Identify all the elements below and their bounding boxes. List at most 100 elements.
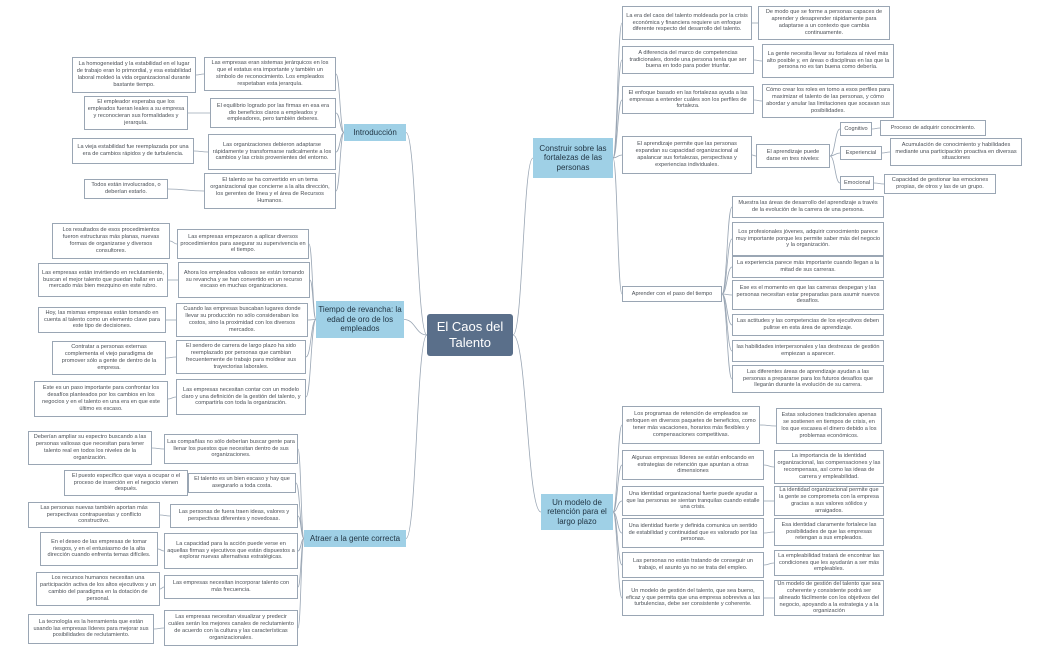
construir-item[interactable]: El enfoque basado en las fortalezas ayud…	[622, 86, 754, 114]
construir-detail-link	[753, 99, 763, 102]
construir-item-link	[612, 59, 623, 159]
atraer-item-link	[297, 448, 305, 539]
construir-paso[interactable]: Aprender con el paso del tiempo	[622, 286, 722, 302]
learning-level[interactable]: Cognitivo	[840, 122, 872, 136]
paso-item[interactable]: Los profesionales jóvenes, adquirir cono…	[732, 222, 884, 256]
tiempo-detail[interactable]: Las empresas están invirtiendo en reclut…	[38, 263, 168, 297]
introduccion-item[interactable]: Las organizaciones debieron adaptarse rá…	[208, 134, 336, 170]
atraer-item[interactable]: El talento es un bien escaso y hay que a…	[188, 473, 296, 493]
construir-detail[interactable]: De modo que se forme a personas capaces …	[758, 6, 890, 40]
introduccion-item-link	[335, 112, 345, 133]
paso-item[interactable]: Las actitudes y las competencias de los …	[732, 314, 884, 336]
learning-level-detail[interactable]: Capacidad de gestionar las emociones pro…	[884, 174, 996, 194]
level-detail-link	[881, 151, 891, 154]
learning-level-detail[interactable]: Acumulación de conocimiento y habilidade…	[890, 138, 1022, 166]
tiempo-detail[interactable]: Hoy, las mismas empresas están tomando e…	[38, 307, 166, 333]
modelo-detail[interactable]: Un modelo de gestión del talento que sea…	[774, 580, 884, 616]
modelo-item[interactable]: Las personas no están tratando de conseg…	[622, 552, 764, 578]
paso-item[interactable]: Muestra las áreas de desarrollo del apre…	[732, 196, 884, 218]
tiempo-item-link	[308, 243, 317, 320]
atraer-detail-link	[151, 447, 165, 450]
modelo-detail-link	[763, 562, 775, 566]
level-detail-link	[871, 127, 881, 130]
tiempo-detail-link	[169, 240, 178, 245]
level-detail-link	[873, 182, 885, 185]
introduccion-detail[interactable]: La vieja estabilidad fue reemplazada por…	[72, 138, 194, 164]
modelo-item[interactable]: Un modelo de gestión del talento, que se…	[622, 580, 764, 616]
atraer-item[interactable]: Las empresas necesitan incorporar talent…	[164, 575, 298, 599]
introduccion-item[interactable]: El equilibrio logrado por las firmas en …	[210, 98, 336, 128]
learning-level[interactable]: Emocional	[840, 176, 874, 190]
modelo-detail[interactable]: Estas soluciones tradicionales apenas se…	[776, 408, 882, 444]
modelo-detail[interactable]: La importancia de la identidad organizac…	[774, 450, 884, 484]
introduccion-detail-link	[195, 73, 205, 76]
atraer-detail[interactable]: Los recursos humanos necesitan una parti…	[36, 572, 160, 606]
atraer-item-link	[297, 538, 305, 552]
central-topic[interactable]: El Caos del Talento	[427, 314, 513, 356]
modelo-item[interactable]: Una identidad organizacional fuerte pued…	[622, 486, 764, 516]
tiempo-detail[interactable]: Contratar a personas externas complement…	[52, 341, 166, 375]
atraer-detail[interactable]: Las personas nuevas también aportan más …	[28, 502, 160, 528]
construir-detail[interactable]: El aprendizaje puede darse en tres nivel…	[756, 144, 830, 168]
atraer-detail[interactable]: El puesto específico que vaya a ocupar o…	[64, 470, 188, 496]
construir-item-link	[612, 22, 623, 159]
introduccion-item[interactable]: Las empresas eran sistemas jerárquicos e…	[204, 57, 336, 91]
introduccion-detail[interactable]: La homogeneidad y la estabilidad en el l…	[72, 57, 196, 93]
modelo-item[interactable]: Una identidad fuerte y definida comunica…	[622, 518, 764, 548]
branch-construir[interactable]: Construir sobre las fortalezas de las pe…	[533, 138, 613, 178]
modelo-item[interactable]: Los programas de retención de empleados …	[622, 406, 760, 444]
construir-item-link	[612, 154, 623, 159]
paso-item[interactable]: las habilidades interpersonales y las de…	[732, 340, 884, 362]
atraer-item[interactable]: Las compañías no sólo deberían buscar ge…	[164, 434, 298, 464]
tiempo-item[interactable]: Ahora los empleados valiosos se están to…	[178, 262, 310, 298]
modelo-item-link	[612, 511, 623, 599]
atraer-detail[interactable]: La tecnología es la herramienta que está…	[28, 614, 154, 644]
branch-introduccion[interactable]: Introducción	[344, 124, 406, 141]
tiempo-detail[interactable]: Este es un paso importante para confront…	[34, 381, 168, 417]
introduccion-detail[interactable]: Todos están involucrados, o deberían est…	[84, 179, 168, 199]
modelo-item-link	[612, 511, 623, 534]
branch-tiempo[interactable]: Tiempo de revancha: la edad de oro de lo…	[316, 301, 404, 338]
introduccion-item-link	[335, 73, 345, 133]
tiempo-item[interactable]: Cuando las empresas buscaban lugares don…	[176, 303, 308, 337]
construir-detail[interactable]: Cómo crear los roles en torno a esos per…	[762, 84, 894, 118]
introduccion-item-link	[335, 132, 345, 153]
tiempo-item[interactable]: El sendero de carrera de largo plazo ha …	[176, 340, 306, 374]
atraer-item[interactable]: Las personas de fuera traen ideas, valor…	[170, 504, 298, 528]
branch-modelo[interactable]: Un modelo de retención para el largo pla…	[541, 494, 613, 530]
tiempo-detail-link	[165, 356, 177, 359]
tiempo-item-link	[309, 279, 317, 320]
learning-level[interactable]: Experiencial	[840, 146, 882, 160]
paso-item[interactable]: La experiencia parece más importante cua…	[732, 256, 884, 278]
introduccion-detail[interactable]: El empleador esperaba que los empleados …	[84, 96, 188, 130]
modelo-item[interactable]: Algunas empresas líderes se están enfoca…	[622, 450, 764, 480]
tiempo-item[interactable]: Las empresas empezaron a aplicar diverso…	[177, 229, 309, 259]
construir-item[interactable]: A diferencia del marco de competencias t…	[622, 46, 754, 74]
atraer-detail[interactable]: En el deseo de las empresas de tomar rie…	[40, 532, 158, 566]
construir-item[interactable]: La era del caos del talento moldeada por…	[622, 6, 752, 40]
paso-item[interactable]: Las diferentes áreas de aprendizaje ayud…	[732, 365, 884, 393]
construir-item-link	[612, 99, 623, 159]
modelo-detail[interactable]: La identidad organizacional permite que …	[774, 486, 884, 516]
construir-detail[interactable]: La gente necesita llevar su fortaleza al…	[762, 44, 894, 78]
modelo-detail[interactable]: La empleabilidad tratará de encontrar la…	[774, 550, 884, 576]
atraer-detail-link	[159, 514, 171, 517]
branch-atraer[interactable]: Atraer a la gente correcta	[304, 530, 406, 547]
paso-item-link	[721, 266, 733, 295]
modelo-detail[interactable]: Esa identidad claramente fortalece las p…	[774, 518, 884, 546]
tiempo-detail[interactable]: Los resultados de esos procedimientos fu…	[52, 223, 170, 259]
introduccion-item-link	[335, 132, 345, 192]
modelo-detail-link	[759, 424, 777, 427]
learning-level-detail[interactable]: Proceso de adquirir conocimiento.	[880, 120, 986, 136]
modelo-item-link	[612, 424, 623, 513]
paso-item[interactable]: Ese es el momento en que las carreras de…	[732, 280, 884, 310]
atraer-item[interactable]: Las empresas necesitan visualizar y pred…	[164, 610, 298, 646]
atraer-detail[interactable]: Deberían ampliar su espectro buscando a …	[28, 431, 152, 465]
atraer-item[interactable]: La capacidad para la acción puede verse …	[164, 533, 298, 569]
link-center-atraer	[405, 334, 428, 539]
tiempo-item[interactable]: Las empresas necesitan contar con un mod…	[176, 379, 306, 415]
tiempo-item-link	[305, 319, 317, 398]
introduccion-item[interactable]: El talento se ha convertido en un tema o…	[204, 173, 336, 209]
construir-item[interactable]: El aprendizaje permite que las personas …	[622, 136, 752, 174]
construir-detail-link	[751, 154, 757, 157]
